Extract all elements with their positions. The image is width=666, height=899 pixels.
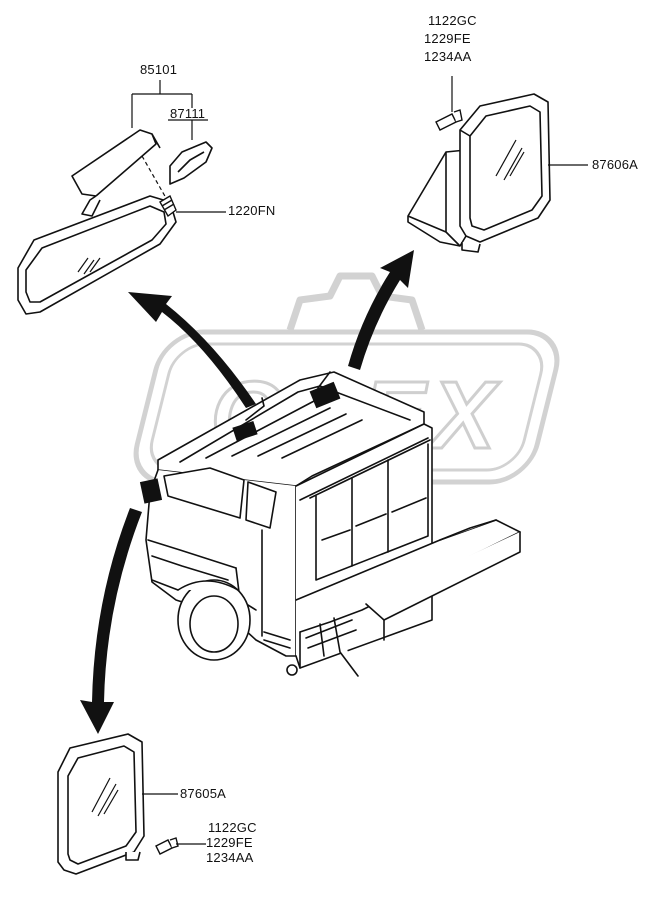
label-left-fastener-3: 1234AA — [206, 850, 254, 865]
label-left-fastener-1: 1122GC — [208, 820, 257, 835]
right-fastener-list: 1122GC 1229FE 1234AA — [424, 13, 476, 64]
right-mirror-leaders — [451, 76, 588, 166]
left-bolt-illustration — [155, 837, 179, 855]
label-right-fastener-2: 1229FE — [424, 31, 471, 46]
glass-hatch-icon — [91, 777, 119, 817]
glass-hatch-icon — [77, 257, 101, 275]
mirror-cover-illustration — [169, 141, 213, 185]
label-right-fastener-1: 1122GC — [428, 13, 477, 28]
label-mirror-cover: 87111 — [170, 106, 206, 121]
left-mirror-illustration — [57, 733, 145, 875]
label-mirror-screw: 1220FN — [228, 203, 276, 218]
label-left-fastener-2: 1229FE — [206, 835, 253, 850]
label-right-fastener-3: 1234AA — [424, 49, 472, 64]
label-right-mirror-assembly: 87606A — [592, 157, 639, 172]
left-fastener-list: 1122GC 1229FE 1234AA — [206, 820, 257, 868]
right-mirror-illustration — [407, 93, 551, 253]
inner-mirror-illustration — [17, 129, 177, 315]
left-mirror-leaders — [142, 793, 206, 845]
right-bolt-illustration — [435, 109, 463, 131]
assembly-dashed-line — [141, 155, 167, 199]
label-left-mirror-assembly: 87605A — [180, 786, 227, 801]
label-inner-mirror-assembly: 85101 — [140, 62, 178, 77]
arrow-to-right-mirror — [348, 250, 414, 370]
mirror-screw-illustration — [159, 194, 177, 218]
arrow-to-left-mirror — [80, 508, 142, 734]
inner-mirror-leaders — [131, 80, 226, 213]
arrow-to-inner-mirror — [128, 292, 256, 408]
truck-illustration — [139, 371, 521, 677]
glass-hatch-icon — [495, 139, 525, 181]
